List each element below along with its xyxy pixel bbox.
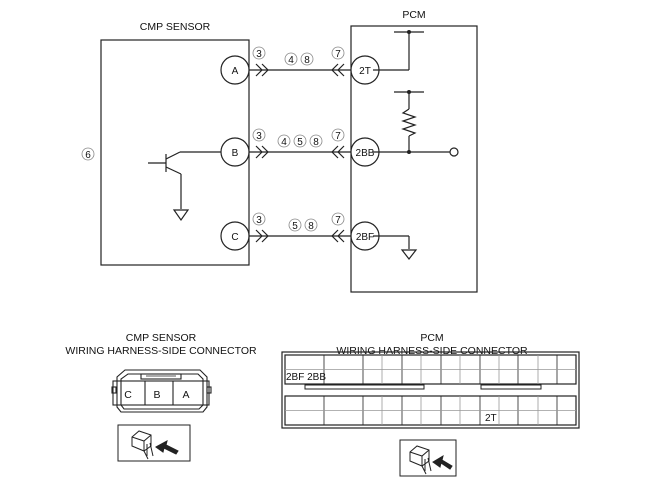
junction-dot bbox=[407, 30, 411, 34]
svg-text:8: 8 bbox=[313, 137, 319, 148]
pcm-connector-lower-label: 2T bbox=[485, 413, 497, 424]
callout-harness: 8 bbox=[309, 134, 323, 148]
connector-chevron-icon bbox=[255, 63, 269, 77]
svg-text:4: 4 bbox=[288, 55, 294, 66]
svg-text:8: 8 bbox=[304, 55, 310, 66]
pcm-pin-label: 2BB bbox=[356, 148, 375, 159]
sensor-connector-pin-b: B bbox=[153, 389, 160, 401]
harness-view-icon bbox=[117, 424, 191, 462]
callout-harness: 8 bbox=[304, 218, 318, 232]
sensor-pin-circle bbox=[220, 137, 250, 167]
callout-near-pcm: 7 bbox=[331, 46, 345, 60]
signal-output-terminal bbox=[449, 147, 459, 157]
callout-near-sensor: 3 bbox=[252, 128, 266, 142]
transistor-symbol bbox=[148, 151, 221, 209]
sensor-pin-label: A bbox=[232, 66, 239, 77]
sensor-pin-circle bbox=[220, 221, 250, 251]
sensor-connector-pin-a: A bbox=[182, 389, 189, 401]
pcm-connector-upper-label: 2BF 2BB bbox=[286, 372, 326, 383]
callout-near-sensor: 3 bbox=[252, 46, 266, 60]
callout-near-pcm: 7 bbox=[331, 128, 345, 142]
callout-near-pcm: 7 bbox=[331, 212, 345, 226]
pcm-box bbox=[350, 25, 478, 293]
callout-near-sensor: 3 bbox=[252, 212, 266, 226]
sensor-connector-pin-c: C bbox=[124, 389, 132, 401]
callout-harness: 4 bbox=[284, 52, 298, 66]
callout-harness: 5 bbox=[288, 218, 302, 232]
sensor-pin-circle bbox=[220, 55, 250, 85]
sensor-connector-title-1: CMP SENSOR bbox=[126, 332, 197, 344]
svg-text:8: 8 bbox=[308, 221, 314, 232]
pcm-connector-face bbox=[281, 351, 580, 429]
sensor-connector-title-2: WIRING HARNESS-SIDE CONNECTOR bbox=[65, 345, 257, 357]
pcm-ground-line bbox=[373, 235, 410, 249]
svg-text:3: 3 bbox=[256, 131, 262, 142]
pcm-pin-label: 2T bbox=[359, 66, 371, 77]
svg-text:7: 7 bbox=[335, 49, 341, 60]
pullup-resistor bbox=[373, 91, 450, 153]
callout-harness: 8 bbox=[300, 52, 314, 66]
svg-text:6: 6 bbox=[85, 150, 91, 161]
svg-text:3: 3 bbox=[256, 215, 262, 226]
svg-text:5: 5 bbox=[297, 137, 303, 148]
pcm-2t-internal-line bbox=[373, 31, 424, 71]
pcm-ground-icon bbox=[400, 249, 418, 260]
connector-chevron-icon bbox=[331, 145, 345, 159]
cmp-sensor-connector-face bbox=[111, 369, 212, 413]
connector-chevron-icon bbox=[255, 229, 269, 243]
pcm-connector-title-2: WIRING HARNESS-SIDE CONNECTOR bbox=[336, 345, 528, 357]
callout-harness: 5 bbox=[293, 134, 307, 148]
sensor-pin-label: B bbox=[232, 148, 239, 159]
callout-harness: 4 bbox=[277, 134, 291, 148]
svg-text:5: 5 bbox=[292, 221, 298, 232]
pcm-connector-title-1: PCM bbox=[420, 332, 443, 344]
callout-6: 6 bbox=[81, 147, 95, 161]
junction-dot bbox=[407, 90, 411, 94]
junction-dot bbox=[407, 150, 411, 154]
svg-text:4: 4 bbox=[281, 137, 287, 148]
cmp-sensor-title: CMP SENSOR bbox=[140, 21, 211, 33]
harness-view-icon bbox=[399, 439, 457, 477]
sensor-pin-label: C bbox=[231, 232, 238, 243]
connector-chevron-icon bbox=[331, 63, 345, 77]
connector-chevron-icon bbox=[331, 229, 345, 243]
connector-chevron-icon bbox=[255, 145, 269, 159]
svg-text:7: 7 bbox=[335, 215, 341, 226]
pcm-pin-label: 2BF bbox=[356, 232, 374, 243]
pcm-title: PCM bbox=[402, 9, 425, 21]
sensor-ground-icon bbox=[172, 209, 190, 222]
svg-text:7: 7 bbox=[335, 131, 341, 142]
svg-text:3: 3 bbox=[256, 49, 262, 60]
